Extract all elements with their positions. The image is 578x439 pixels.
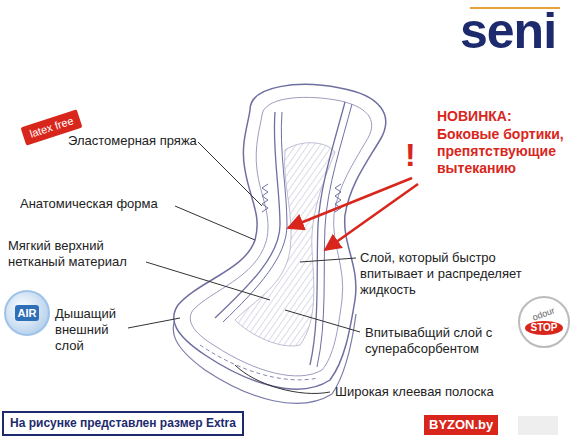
red-arrow [288, 178, 412, 228]
leader-line [235, 365, 330, 393]
note-box: На рисунке представлен размер Extra [2, 411, 244, 436]
leader-line [198, 142, 262, 206]
adhesive-strip [200, 345, 318, 380]
leader-line [146, 262, 270, 300]
air-badge: AIR [4, 290, 50, 336]
part-label: Эластомерная пряжа [68, 133, 197, 149]
part-label: Слой, который быстро впитывает и распред… [360, 250, 545, 298]
leader-line [285, 310, 360, 332]
pad-outline [174, 84, 386, 389]
node-text: AIR [15, 305, 40, 321]
node-text: На рисунке представлен размер Extra [10, 416, 236, 431]
watermark-box: BYZON.by [424, 415, 498, 435]
red-arrow [325, 184, 418, 250]
watermark-fade [518, 416, 558, 435]
left-barrier [215, 112, 280, 318]
part-label: Широкая клеевая полоска [335, 384, 494, 400]
elastic-yarn [262, 184, 268, 212]
brand-logo: seni [460, 4, 556, 58]
novelty-mark: ! [405, 138, 416, 172]
node-text: BYZON.by [429, 417, 493, 433]
absorbent-core [235, 143, 335, 346]
part-label: Анатомическая форма [20, 196, 158, 212]
odour-stop-badge: odourSTOP [518, 296, 570, 348]
part-label: Впитывабщий слой с суперабсорбентом [365, 325, 505, 357]
part-label: Мягкий верхний нетканый материал [8, 238, 146, 270]
part-label: Дышащий внешний слой [55, 306, 127, 354]
node-text: STOP [525, 321, 562, 335]
left-barrier-edge [223, 112, 287, 322]
novelty-text: Боковые бортики, препятствующие вытекани… [437, 126, 572, 177]
leader-line [175, 206, 255, 240]
novelty-heading: НОВИНКА: [437, 108, 512, 125]
leader-line [300, 258, 356, 262]
leader-line [128, 318, 180, 328]
